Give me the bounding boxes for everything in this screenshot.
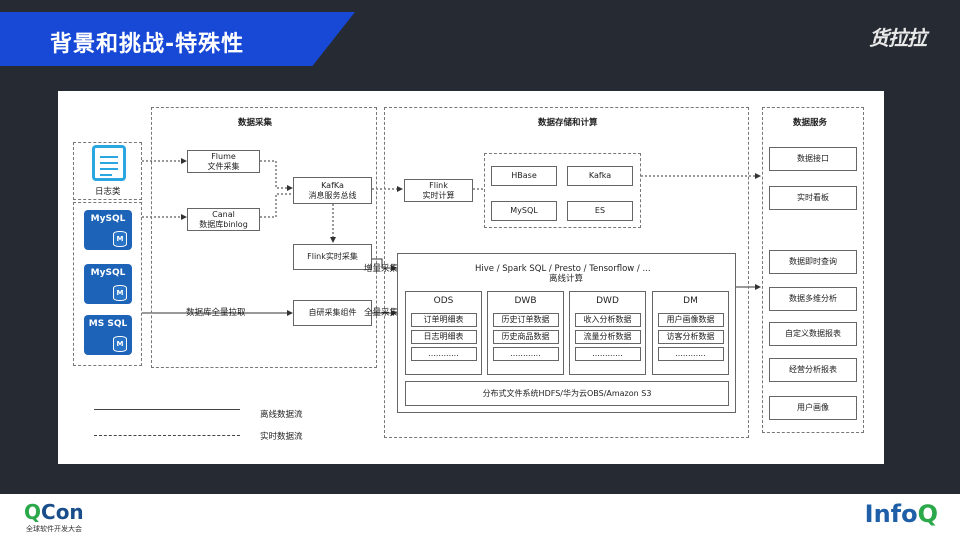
layer-dm: DM 用户画像数据访客分析数据............: [652, 291, 729, 375]
database-cylinder-icon: M: [113, 285, 127, 301]
legend-dotted-line: [94, 435, 240, 436]
flink-collect-box: Flink实时采集: [293, 244, 372, 270]
layer-title: DWB: [514, 296, 537, 306]
infoq-logo: InfoQ: [864, 500, 938, 528]
offline-compute-label: 离线计算: [549, 274, 584, 284]
service-section: [762, 107, 864, 433]
layer-table-item: 流量分析数据: [574, 329, 641, 344]
legend-solid-line: [94, 409, 240, 410]
page-title: 背景和挑战-特殊性: [50, 32, 245, 57]
service-item: 实时看板: [769, 186, 857, 210]
layer-ods: ODS 订单明细表日志明细表............: [405, 291, 482, 375]
layer-table-item: ............: [657, 346, 724, 361]
service-item: 数据即时查询: [769, 250, 857, 274]
layer-title: DM: [683, 296, 698, 306]
qcon-subtitle: 全球软件开发大会: [26, 525, 82, 533]
offline-engines-label: Hive / Spark SQL / Presto / Tensorflow /…: [475, 264, 651, 274]
filesystem-box: 分布式文件系统HDFS/华为云OBS/Amazon S3: [405, 381, 729, 406]
layer-table-item: 订单明细表: [410, 312, 477, 327]
layer-title: DWD: [596, 296, 619, 306]
service-item: 数据接口: [769, 147, 857, 171]
service-item: 数据多维分析: [769, 287, 857, 311]
sources-frame-logs: [73, 142, 142, 200]
legend-offline-label: 离线数据流: [260, 410, 303, 420]
store-es: ES: [567, 201, 633, 221]
layer-table-item: 日志明细表: [410, 329, 477, 344]
service-item: 自定义数据报表: [769, 322, 857, 346]
layer-table-item: ............: [410, 346, 477, 361]
layer-table-item: 历史商品数据: [492, 329, 559, 344]
layer-dwd: DWD 收入分析数据流量分析数据............: [569, 291, 646, 375]
service-section-title: 数据服务: [793, 118, 828, 128]
service-item: 用户画像: [769, 396, 857, 420]
collect-section-title: 数据采集: [238, 118, 273, 128]
logs-label: 日志类: [95, 187, 121, 197]
layer-table-item: ............: [492, 346, 559, 361]
legend-realtime-label: 实时数据流: [260, 432, 303, 442]
layer-table-item: 访客分析数据: [657, 329, 724, 344]
service-item: 经营分析报表: [769, 358, 857, 382]
database-cylinder-icon: M: [113, 231, 127, 247]
brand-logo: 货拉拉: [869, 26, 927, 50]
database-cylinder-icon: M: [113, 336, 127, 352]
storage-section: [384, 107, 749, 438]
layer-title: ODS: [433, 296, 454, 306]
layer-table-item: 用户画像数据: [657, 312, 724, 327]
footer-bar: [0, 494, 960, 540]
layer-table-item: 收入分析数据: [574, 312, 641, 327]
storage-group: [484, 153, 641, 228]
document-icon: [92, 145, 126, 181]
self-collect-box: 自研采集组件: [293, 300, 372, 326]
full-pull-label: 数据库全量拉取: [186, 308, 246, 318]
layer-table-item: 历史订单数据: [492, 312, 559, 327]
store-hbase: HBase: [491, 166, 557, 186]
title-banner: [0, 12, 355, 66]
qcon-logo: QCon: [24, 500, 84, 524]
storage-section-title: 数据存储和计算: [538, 118, 598, 128]
store-kafka: Kafka: [567, 166, 633, 186]
collect-section: [151, 107, 377, 368]
layer-table-item: ............: [574, 346, 641, 361]
layer-dwb: DWB 历史订单数据历史商品数据............: [487, 291, 564, 375]
store-mysql: MySQL: [491, 201, 557, 221]
incremental-label: 增量采集: [364, 264, 399, 274]
sources-frame-db: [73, 202, 142, 366]
full-collect-label: 全量采集: [364, 308, 399, 318]
